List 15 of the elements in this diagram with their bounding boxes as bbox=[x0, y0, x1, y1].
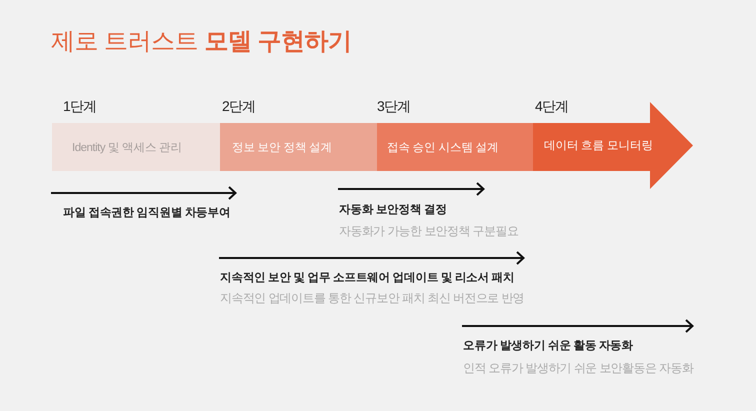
task-description: 지속적인 업데이트를 통한 신규보안 패치 최신 버전으로 반영 bbox=[220, 290, 524, 306]
task-heading: 지속적인 보안 및 업무 소프트웨어 업데이트 및 리소서 패치 bbox=[220, 271, 514, 286]
stage-band: 정보 보안 정책 설계 bbox=[220, 123, 377, 171]
task-description: 인적 오류가 발생하기 쉬운 보안활동은 자동화 bbox=[463, 360, 694, 376]
stage-band: 접속 승인 시스템 설계 bbox=[377, 123, 533, 171]
stage-label: 2단계 bbox=[222, 98, 256, 114]
task-heading: 오류가 발생하기 쉬운 활동 자동화 bbox=[463, 339, 633, 354]
stage-band: Identity 및 액세스 관리 bbox=[52, 123, 220, 171]
task-heading: 파일 접속권한 임직원별 차등부여 bbox=[63, 206, 230, 221]
task-heading: 자동화 보안정책 결정 bbox=[339, 203, 447, 218]
title: 제로 트러스트 모델 구현하기 bbox=[51, 27, 352, 57]
stage-label: 4단계 bbox=[535, 98, 568, 114]
task-description: 자동화가 가능한 보안정책 구분필요 bbox=[339, 223, 518, 239]
stage-label: 1단계 bbox=[63, 98, 96, 114]
stage-label: 3단계 bbox=[377, 98, 410, 114]
